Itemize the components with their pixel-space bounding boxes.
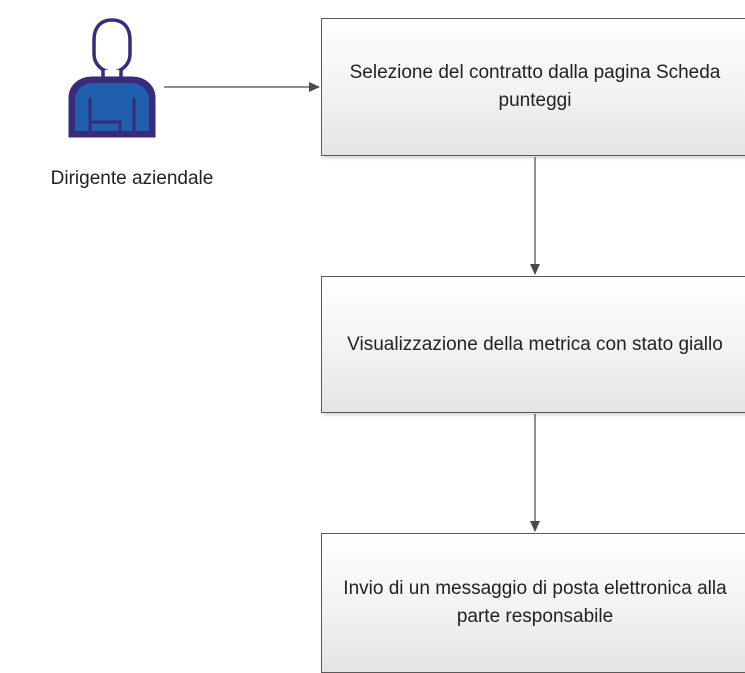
step-box-view-metric: Visualizzazione della metrica con stato …	[321, 276, 745, 413]
step-box-select-contract: Selezione del contratto dalla pagina Sch…	[321, 18, 745, 156]
actor-label: Dirigente aziendale	[50, 168, 214, 189]
person-icon	[68, 18, 156, 138]
step-box-send-email: Invio di un messaggio di posta elettroni…	[321, 533, 745, 673]
step-3-text: Invio di un messaggio di posta elettroni…	[343, 578, 727, 627]
step-2-text: Visualizzazione della metrica con stato …	[347, 333, 723, 355]
step-1-text: Selezione del contratto dalla pagina Sch…	[349, 62, 721, 111]
